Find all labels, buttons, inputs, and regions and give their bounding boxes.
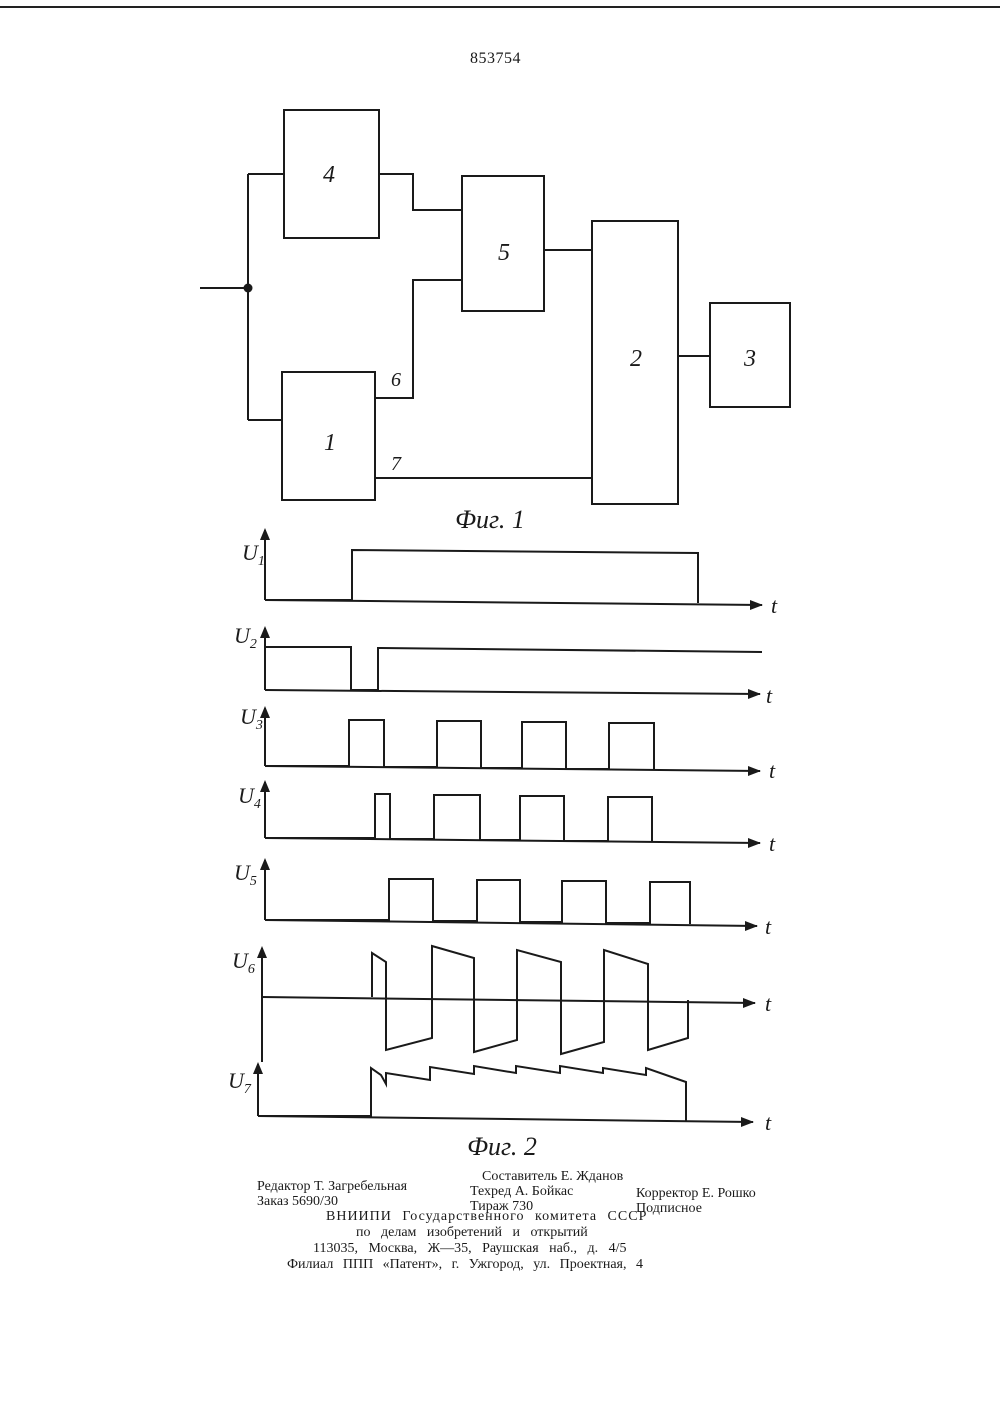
u4-label: U4 [238, 783, 261, 812]
u6-t-axis [262, 997, 755, 1003]
u5-waveform [265, 879, 690, 924]
u2-label: U2 [234, 623, 257, 652]
imprint-address: 113035, Москва, Ж—35, Раушская наб., д. … [313, 1240, 627, 1257]
u5-time-label: t [765, 914, 772, 939]
imprint-organization-dept: по делам изобретений и открытий [356, 1224, 588, 1241]
u1-waveform [265, 550, 698, 603]
u3-label: U3 [240, 704, 263, 733]
timing-diagram: U1 U2 U3 U4 U5 U6 U7 t t t t t t t Фиг. … [0, 0, 1000, 1170]
u7-waveform [258, 1066, 686, 1122]
u5-label: U5 [234, 860, 257, 889]
u6-label: U6 [232, 948, 255, 977]
u6-time-label: t [765, 991, 772, 1016]
u3-time-label: t [769, 758, 776, 783]
u2-waveform [265, 647, 762, 690]
imprint-branch: Филиал ППП «Патент», г. Ужгород, ул. Про… [287, 1256, 643, 1273]
u7-label: U7 [228, 1068, 252, 1097]
imprint-organization: ВНИИПИ Государственного комитета СССР [326, 1208, 647, 1225]
u7-time-label: t [765, 1110, 772, 1135]
u2-time-label: t [766, 683, 773, 708]
u3-waveform [265, 720, 654, 770]
u1-time-label: t [771, 593, 778, 618]
u4-time-label: t [769, 831, 776, 856]
figure-2-caption: Фиг. 2 [467, 1132, 537, 1161]
u4-waveform [265, 794, 652, 842]
u2-t-axis [265, 690, 760, 694]
u1-label: U1 [242, 540, 265, 569]
